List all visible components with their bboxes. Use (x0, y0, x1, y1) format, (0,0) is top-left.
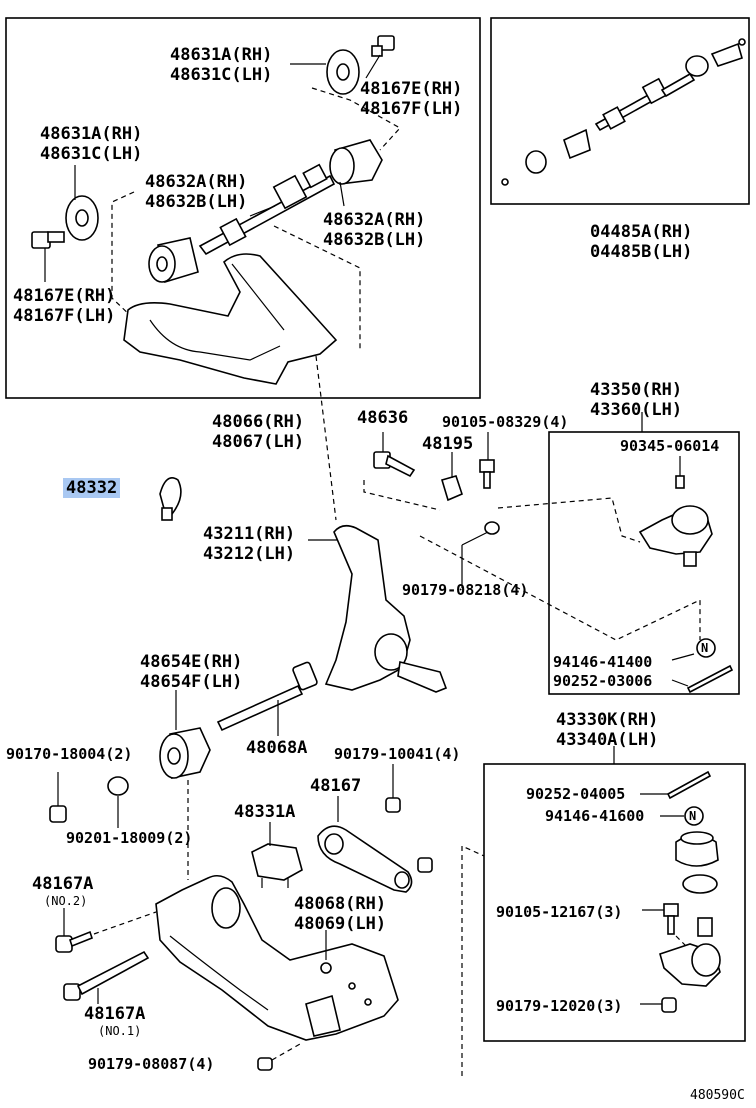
label-48167[interactable]: 48167 (310, 776, 362, 796)
bolt-48167a-no1 (63, 950, 150, 1001)
label-94146-41400[interactable]: 94146-41400 (553, 653, 653, 671)
label-no1: (NO.1) (98, 1024, 142, 1038)
bolt-top (371, 35, 395, 57)
bolt-48068a (216, 661, 318, 732)
label-48632a-right[interactable]: 48632A(RH) 48632B(LH) (323, 210, 426, 250)
bolt-90252-04005 (666, 770, 712, 800)
label-90170[interactable]: 90170-18004(2) (6, 745, 133, 763)
lower-ball-joint (659, 917, 721, 987)
label-90105-08329[interactable]: 90105-08329(4) (442, 413, 569, 431)
nut-90179-10041 (385, 797, 401, 813)
upper-ball-joint-group-frame (548, 431, 740, 695)
n-mark-upper: N (701, 641, 709, 655)
n-mark-lower: N (689, 809, 697, 823)
washer-left (65, 195, 99, 241)
upper-ball-joint (638, 475, 713, 567)
shaft-48632 (198, 163, 336, 256)
dust-boot (675, 831, 719, 867)
nut-90179-12020 (661, 997, 677, 1013)
label-90252-03006[interactable]: 90252-03006 (553, 672, 653, 690)
label-90179-08087[interactable]: 90179-08087(4) (88, 1055, 215, 1073)
lower-arm (155, 874, 399, 1041)
washer-top (326, 49, 360, 95)
nut-90179-08218 (484, 521, 500, 535)
ring-seal (682, 874, 718, 894)
bolt-90105-08329 (479, 459, 495, 489)
nut-48167-small (417, 857, 433, 873)
label-90179-10041[interactable]: 90179-10041(4) (334, 745, 461, 763)
label-90345[interactable]: 90345-06014 (620, 437, 720, 455)
label-48632a-upper[interactable]: 48632A(RH) 48632B(LH) (145, 172, 248, 212)
washer-90201 (107, 776, 129, 796)
label-48066[interactable]: 48066(RH) 48067(LH) (212, 412, 305, 452)
bushing-right (329, 139, 383, 185)
bump-stopper-48332 (159, 477, 182, 521)
label-48636[interactable]: 48636 (357, 408, 409, 428)
bolt-90105-12167 (663, 903, 679, 935)
steering-rack-group-frame (490, 17, 750, 205)
label-43330[interactable]: 43330K(RH) 43340A(LH) (556, 710, 659, 750)
upper-arm (123, 253, 338, 385)
label-90201[interactable]: 90201-18009(2) (66, 829, 193, 847)
bump-stop-48331a (251, 843, 303, 888)
label-94146-41600[interactable]: 94146-41600 (545, 807, 645, 825)
label-48631a-top[interactable]: 48631A(RH) 48631C(LH) (170, 45, 273, 85)
n-marker-upper (696, 638, 716, 658)
nut-90170 (49, 805, 67, 823)
bushing-48654 (159, 727, 211, 779)
label-48167a-no1[interactable]: 48167A (84, 1004, 146, 1024)
label-04485[interactable]: 04485A(RH) 04485B(LH) (590, 222, 693, 262)
label-48631a-left[interactable]: 48631A(RH) 48631C(LH) (40, 124, 143, 164)
label-48331a[interactable]: 48331A (234, 802, 296, 822)
label-48167a-no2[interactable]: 48167A (32, 874, 94, 894)
n-marker-lower (684, 806, 704, 826)
label-90105-12167[interactable]: 90105-12167(3) (496, 903, 623, 921)
arm-48167 (317, 825, 413, 893)
label-48068[interactable]: 48068(RH) 48069(LH) (294, 894, 387, 934)
bracket-48195 (441, 475, 463, 502)
label-48195[interactable]: 48195 (422, 434, 474, 454)
label-48068a[interactable]: 48068A (246, 738, 308, 758)
label-43350[interactable]: 43350(RH) 43360(LH) (590, 380, 683, 420)
upper-arm-group-frame (5, 17, 481, 399)
label-48654[interactable]: 48654E(RH) 48654F(LH) (140, 652, 243, 692)
bolt-48636 (373, 451, 416, 478)
label-43211[interactable]: 43211(RH) 43212(LH) (203, 524, 296, 564)
cotter-pin-upper (686, 664, 734, 694)
label-90179-08218[interactable]: 90179-08218(4) (402, 581, 529, 599)
bolt-48167a-no2 (55, 930, 93, 953)
label-90179-12020[interactable]: 90179-12020(3) (496, 997, 623, 1015)
bushing-left (148, 237, 199, 284)
diagram-code: 480590C (690, 1088, 745, 1103)
label-no2: (NO.2) (44, 894, 88, 908)
label-48167e-left[interactable]: 48167E(RH) 48167F(LH) (13, 286, 116, 326)
nut-90179-08087 (257, 1057, 273, 1071)
label-90252-04005[interactable]: 90252-04005 (526, 785, 626, 803)
bolt-left (31, 231, 65, 249)
label-48167e-top[interactable]: 48167E(RH) 48167F(LH) (360, 79, 463, 119)
steering-knuckle (324, 524, 448, 693)
label-48332[interactable]: 48332 (63, 478, 121, 498)
tie-rod-assembly (501, 38, 746, 186)
